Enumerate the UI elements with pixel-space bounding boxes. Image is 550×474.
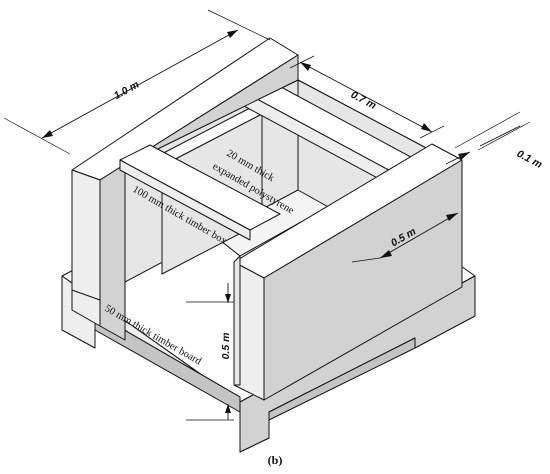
- height-label: 0.5 m: [220, 333, 232, 360]
- length-label: 1.0 m: [112, 79, 141, 103]
- dimension-length: [3, 9, 271, 155]
- width-label: 0.7 m: [349, 89, 378, 112]
- right-wall: [233, 143, 463, 401]
- dimension-inner: [351, 212, 459, 263]
- middle-partition: [119, 144, 281, 241]
- wall-label: 0.1 m: [515, 148, 544, 171]
- dimension-wall: [445, 111, 531, 165]
- dimension-height: [186, 283, 234, 421]
- front-corner-block: [71, 169, 101, 301]
- dimension-width: [289, 55, 445, 139]
- figure-caption: (b): [268, 453, 283, 467]
